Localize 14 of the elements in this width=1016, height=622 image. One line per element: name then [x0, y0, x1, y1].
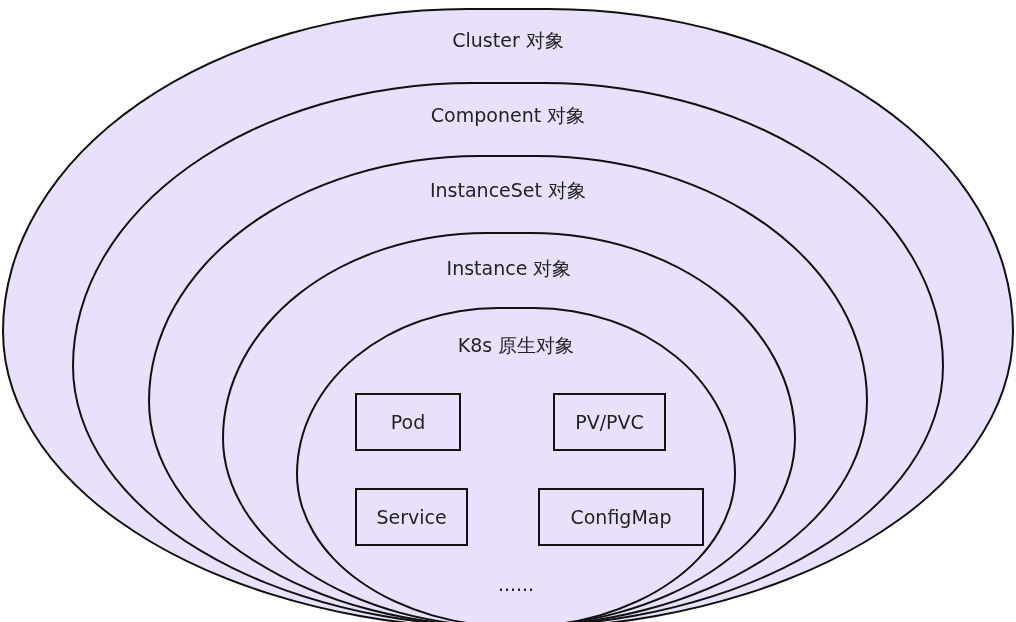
resource-label: ConfigMap: [570, 506, 672, 528]
region-title: K8s 原生对象: [456, 333, 576, 358]
region-title: Instance 对象: [445, 256, 573, 281]
resource-label: Pod: [390, 411, 426, 433]
resource-box: [355, 393, 461, 451]
ellipsis-text: ......: [496, 573, 536, 595]
resource-box: [355, 488, 468, 546]
resource-label: Service: [376, 506, 447, 528]
resource-box: [553, 393, 666, 451]
region-title: Cluster 对象: [451, 28, 565, 53]
region-title: InstanceSet 对象: [428, 178, 588, 203]
region-title: Component 对象: [429, 103, 587, 128]
resource-box: [538, 488, 704, 546]
resource-label: PV/PVC: [575, 411, 644, 433]
